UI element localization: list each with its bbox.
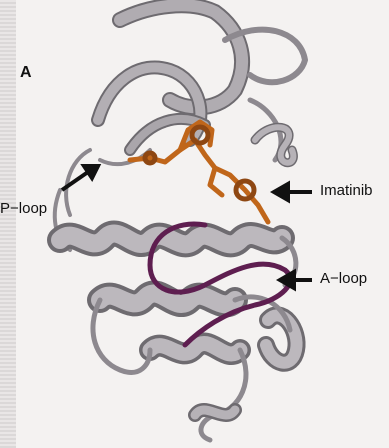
a-loop-label: A−loop (320, 270, 367, 287)
imatinib-arrow (274, 184, 312, 200)
panel-letter: A (20, 64, 32, 82)
small-helix-bottom (195, 410, 235, 415)
n-lobe-beta-sheet (98, 5, 305, 160)
p-loop-label: P−loop (0, 200, 47, 217)
imatinib-label: Imatinib (320, 182, 373, 199)
